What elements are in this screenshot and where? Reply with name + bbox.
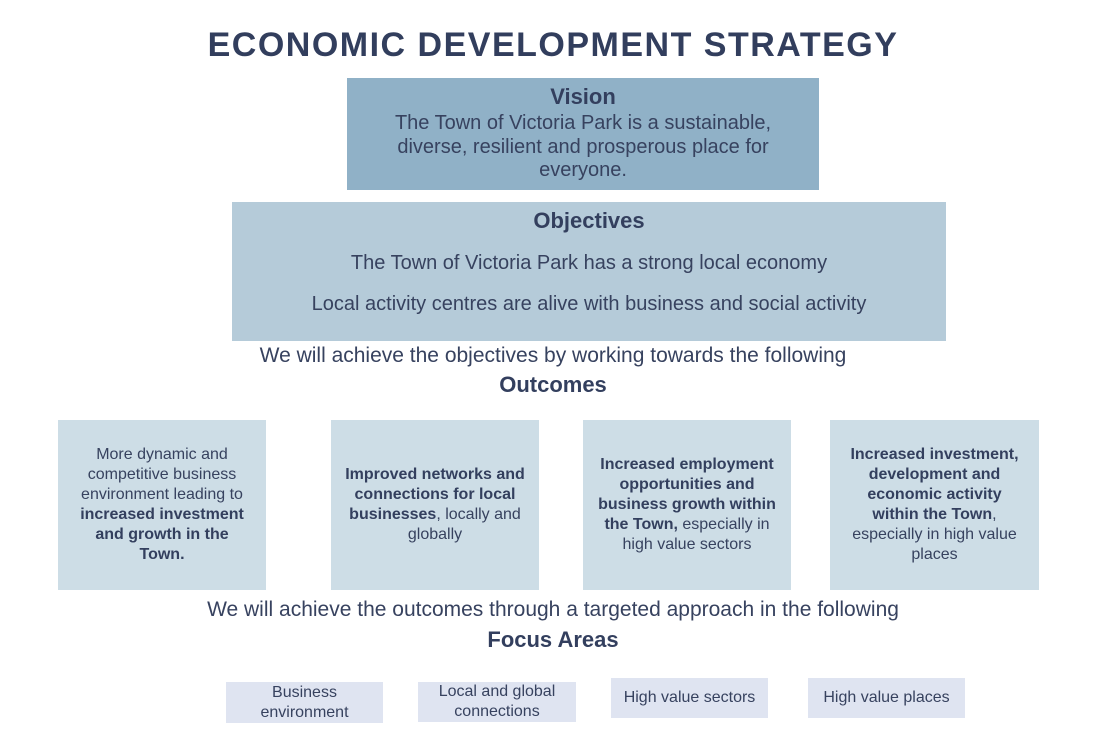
outcome-text-normal: , locally and globally [407,506,521,543]
focus-area-business-environment: Business environment [226,682,383,723]
vision-box: Vision The Town of Victoria Park is a su… [347,78,819,190]
focus-area-label: High value places [823,689,950,707]
outcome-text-normal: , especially in high value places [852,506,1017,563]
outcome-text: Improved networks and connections for lo… [345,465,525,545]
focus-area-label: High value sectors [623,689,756,707]
focus-area-label: Business environment [260,683,349,721]
objective-item-1: The Town of Victoria Park has a strong l… [350,252,828,274]
outcome-text-bold: Increased investment, development and ec… [850,446,1019,523]
outcome-text-bold: increased investment and growth in the T… [80,506,244,563]
objectives-box: Objectives The Town of Victoria Park has… [232,202,946,341]
outcome-text: More dynamic and competitive business en… [72,445,252,565]
outcome-text-bold: Improved networks and connections for lo… [345,466,525,523]
vision-text: The Town of Victoria Park is a sustainab… [394,112,772,182]
outcome-box-networks-connections: Improved networks and connections for lo… [331,420,539,590]
outcome-box-investment-growth: More dynamic and competitive business en… [58,420,266,590]
outcome-box-employment-business-growth: Increased employment opportunities and b… [583,420,791,590]
focus-area-high-value-sectors: High value sectors [611,678,768,718]
focus-section-heading: Focus Areas [487,627,619,652]
outcome-box-investment-development-activity: Increased investment, development and ec… [830,420,1039,590]
objective-item-2: Local activity centres are alive with bu… [311,293,867,315]
outcomes-lead-text: We will achieve the objectives by workin… [259,344,847,367]
vision-heading: Vision [550,84,616,109]
focus-lead-text: We will achieve the outcomes through a t… [207,598,899,621]
outcomes-section-heading: Outcomes [499,372,607,397]
outcome-text-bold: Increased employment opportunities and b… [598,456,776,533]
outcome-text-normal: More dynamic and competitive business en… [81,446,243,503]
outcome-text: Increased employment opportunities and b… [597,455,777,555]
outcome-text: Increased investment, development and ec… [844,445,1025,565]
focus-area-label: Local and global connections [438,683,556,720]
outcome-text-normal: especially in high value sectors [622,516,770,553]
objectives-heading: Objectives [533,208,645,233]
focus-area-local-global-connections: Local and global connections [418,682,576,722]
page-title: ECONOMIC DEVELOPMENT STRATEGY [207,26,899,64]
focus-area-high-value-places: High value places [808,678,965,718]
